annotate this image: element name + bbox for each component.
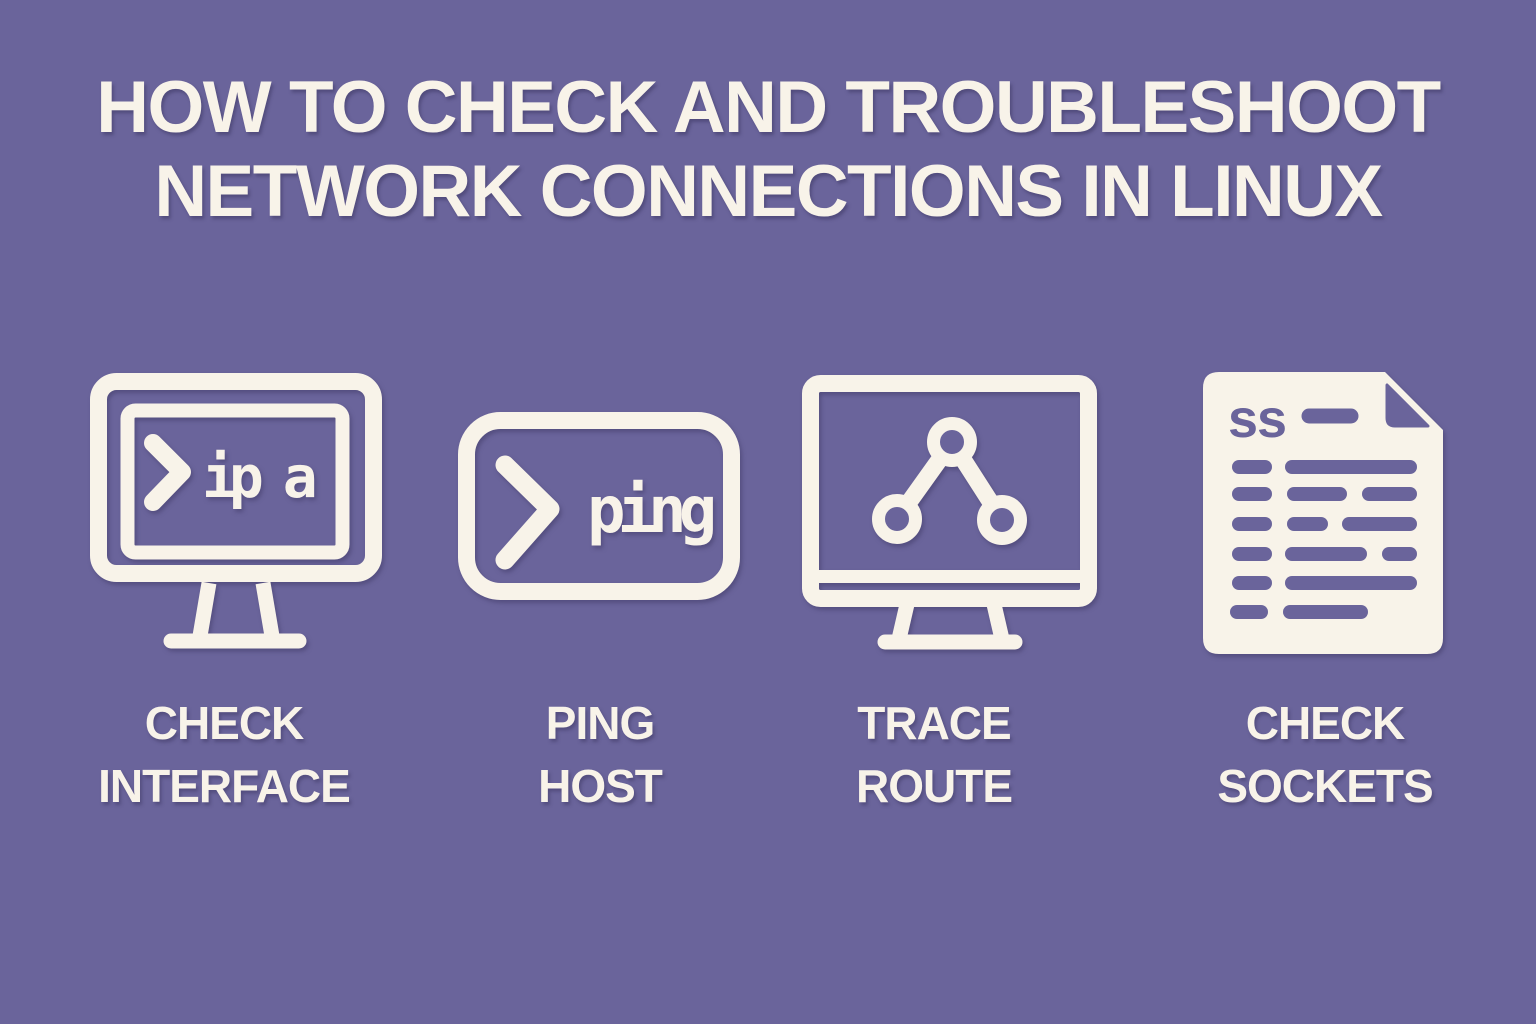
node-left <box>872 494 922 544</box>
network-nodes-graphic <box>872 417 1027 545</box>
monitor-frame <box>90 373 382 582</box>
terminal-window-icon: ping <box>458 412 740 600</box>
title-line-1: HOW TO CHECK AND TROUBLESHOOT <box>96 67 1441 148</box>
prompt-chevron-icon <box>144 434 191 511</box>
terminal-command-text: ip a <box>202 443 315 511</box>
label-line-1: CHECK <box>1245 697 1406 749</box>
terminal-command-text: ping <box>587 474 714 548</box>
monitor-frame <box>802 375 1097 607</box>
document-command-text: ss <box>1228 389 1286 449</box>
node-right <box>977 495 1027 545</box>
folded-corner <box>1385 383 1430 428</box>
document-text-lines <box>1230 408 1417 619</box>
monitor-stand-right <box>985 598 1010 641</box>
label-line-2: SOCKETS <box>1217 760 1433 812</box>
label-check-interface: CHECK INTERFACE <box>74 692 374 818</box>
page-title: HOW TO CHECK AND TROUBLESHOOT NETWORK CO… <box>0 66 1536 234</box>
document-ss-icon: ss <box>1203 372 1443 654</box>
prompt-chevron-icon <box>495 455 560 570</box>
monitor-screen <box>120 403 350 560</box>
label-check-sockets: CHECK SOCKETS <box>1175 692 1475 818</box>
monitor-stand-left <box>891 598 916 641</box>
terminal-window-frame <box>458 412 740 600</box>
monitor-bezel-line <box>811 570 1088 583</box>
monitor-stand-left <box>192 581 217 638</box>
title-line-2: NETWORK CONNECTIONS IN LINUX <box>154 151 1383 232</box>
monitor-stand-right <box>255 581 280 638</box>
node-top <box>927 417 977 467</box>
monitor-network-icon <box>802 375 1097 650</box>
label-line-1: PING <box>545 697 655 749</box>
label-line-1: CHECK <box>144 697 305 749</box>
label-line-2: ROUTE <box>856 760 1013 812</box>
monitor-terminal-icon: ip a <box>90 373 382 649</box>
label-trace-route: TRACE ROUTE <box>784 692 1084 818</box>
label-line-1: TRACE <box>857 697 1011 749</box>
label-line-2: HOST <box>538 760 663 812</box>
label-ping-host: PING HOST <box>450 692 750 818</box>
label-line-2: INTERFACE <box>98 760 351 812</box>
